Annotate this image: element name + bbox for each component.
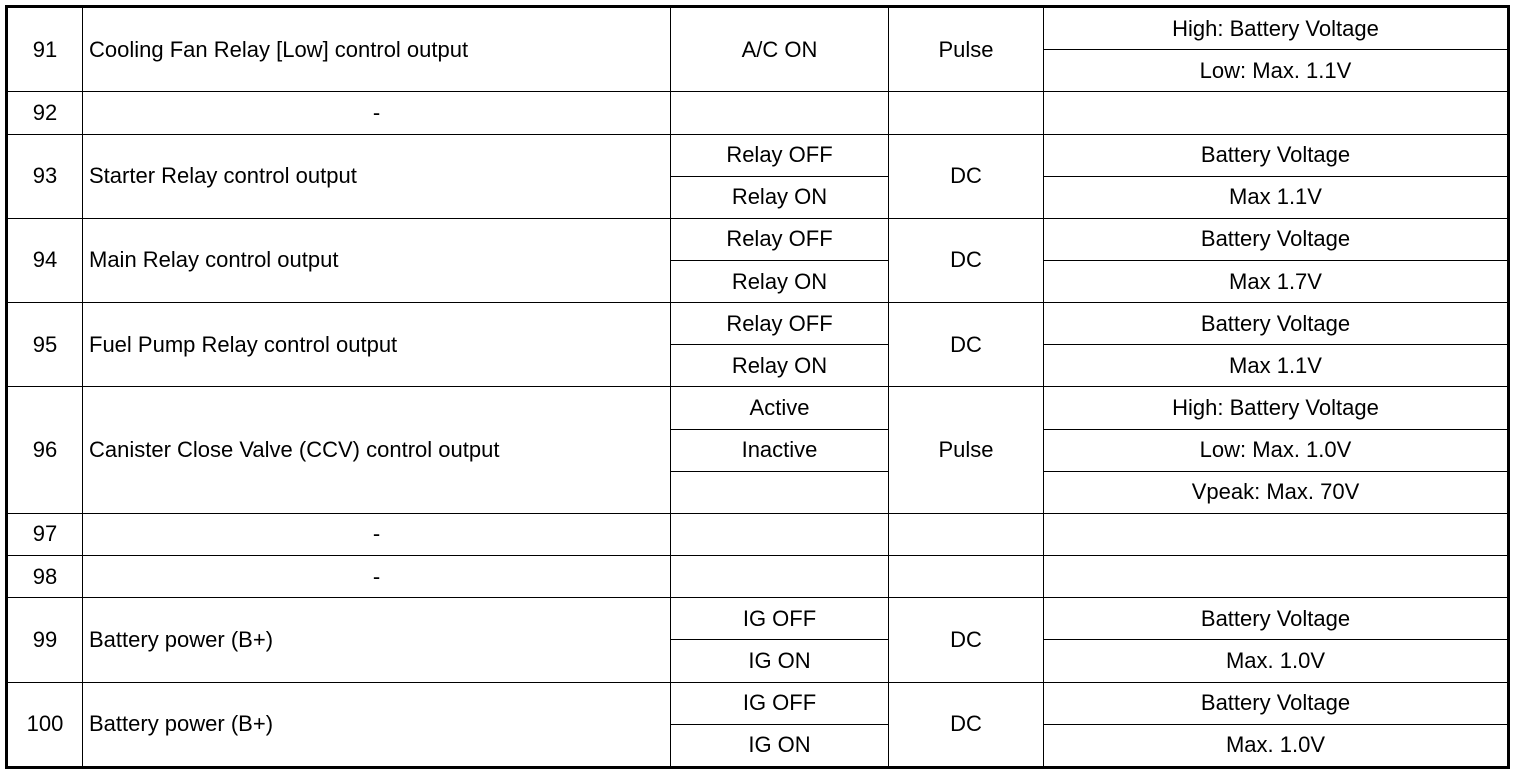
pin-number: 96 <box>6 386 83 514</box>
pin-number: 99 <box>6 597 83 683</box>
pin-number: 94 <box>6 217 83 304</box>
check-condition: Relay OFF <box>670 302 889 346</box>
check-condition <box>670 555 889 599</box>
check-condition: Relay ON <box>670 259 889 304</box>
signal-level: High: Battery Voltage <box>1043 5 1509 51</box>
pin-description: Canister Close Valve (CCV) control outpu… <box>82 386 671 514</box>
signal-level: Max 1.1V <box>1043 175 1509 219</box>
pin-description: - <box>82 512 671 557</box>
pin-description: Fuel Pump Relay control output <box>82 302 671 388</box>
signal-level: Low: Max. 1.1V <box>1043 49 1509 93</box>
check-condition: IG OFF <box>670 681 889 725</box>
pin-number: 95 <box>6 302 83 388</box>
pin-description: - <box>82 555 671 599</box>
table-row: 97 - <box>6 512 1509 557</box>
signal-level: Battery Voltage <box>1043 133 1509 177</box>
signal-type: DC <box>888 597 1044 683</box>
signal-type: Pulse <box>888 5 1044 93</box>
table-row: 98 - <box>6 555 1509 599</box>
pin-number: 100 <box>6 681 83 769</box>
signal-level: Battery Voltage <box>1043 217 1509 261</box>
signal-level: Battery Voltage <box>1043 681 1509 725</box>
table-row: 100 Battery power (B+) IG OFF DC Battery… <box>6 681 1509 769</box>
signal-type: DC <box>888 133 1044 219</box>
pin-number: 92 <box>6 91 83 135</box>
signal-level: Low: Max. 1.0V <box>1043 428 1509 472</box>
signal-type: DC <box>888 302 1044 388</box>
check-condition <box>670 512 889 557</box>
table-row: 91 Cooling Fan Relay [Low] control outpu… <box>6 5 1509 93</box>
table-row: 95 Fuel Pump Relay control output Relay … <box>6 302 1509 388</box>
pin-description: - <box>82 91 671 135</box>
pin-number: 93 <box>6 133 83 219</box>
pin-number: 98 <box>6 555 83 599</box>
table-row: IG ON Max. 1.0V <box>7 639 1509 683</box>
check-condition: Relay ON <box>670 175 889 219</box>
signal-level: Battery Voltage <box>1043 302 1509 346</box>
check-condition: Relay ON <box>670 344 889 388</box>
signal-level: Max 1.1V <box>1043 344 1509 388</box>
signal-level: Max 1.7V <box>1043 259 1509 304</box>
check-condition <box>670 91 889 135</box>
pin-description: Cooling Fan Relay [Low] control output <box>82 5 671 93</box>
pin-description: Battery power (B+) <box>82 681 671 769</box>
signal-level: Battery Voltage <box>1043 597 1509 641</box>
check-condition: Relay OFF <box>670 133 889 177</box>
signal-level: High: Battery Voltage <box>1043 386 1509 430</box>
check-condition <box>670 470 889 514</box>
table-row: 94 Main Relay control output Relay OFF D… <box>6 217 1509 304</box>
check-condition: Inactive <box>670 428 889 472</box>
check-condition: A/C ON <box>670 5 889 93</box>
pin-specification-table: 91 Cooling Fan Relay [Low] control outpu… <box>5 5 1510 769</box>
signal-type <box>888 512 1044 557</box>
table-row: Relay ON Max 1.1V <box>7 175 1509 219</box>
check-condition: IG ON <box>670 723 889 769</box>
signal-level <box>1043 512 1509 557</box>
check-condition: Relay OFF <box>670 217 889 261</box>
check-condition: IG OFF <box>670 597 889 641</box>
signal-level <box>1043 91 1509 135</box>
table-row: Vpeak: Max. 70V <box>7 470 1509 514</box>
table-row: 93 Starter Relay control output Relay OF… <box>6 133 1509 219</box>
pin-description: Starter Relay control output <box>82 133 671 219</box>
signal-level: Vpeak: Max. 70V <box>1043 470 1509 514</box>
pin-description: Main Relay control output <box>82 217 671 304</box>
table-row: IG ON Max. 1.0V <box>7 723 1509 769</box>
table-row: 99 Battery power (B+) IG OFF DC Battery … <box>6 597 1509 683</box>
signal-level <box>1043 555 1509 599</box>
check-condition: Active <box>670 386 889 430</box>
table-row: 96 Canister Close Valve (CCV) control ou… <box>6 386 1509 514</box>
table-row: 92 - <box>6 91 1509 135</box>
check-condition: IG ON <box>670 639 889 683</box>
table-row: Inactive Low: Max. 1.0V <box>7 428 1509 472</box>
signal-type: Pulse <box>888 386 1044 514</box>
pin-description: Battery power (B+) <box>82 597 671 683</box>
signal-level: Max. 1.0V <box>1043 639 1509 683</box>
signal-type <box>888 555 1044 599</box>
signal-type: DC <box>888 217 1044 304</box>
table-row: Low: Max. 1.1V <box>7 49 1509 93</box>
signal-type <box>888 91 1044 135</box>
signal-level: Max. 1.0V <box>1043 723 1509 769</box>
pin-number: 97 <box>6 512 83 557</box>
pin-number: 91 <box>6 5 83 93</box>
signal-type: DC <box>888 681 1044 769</box>
